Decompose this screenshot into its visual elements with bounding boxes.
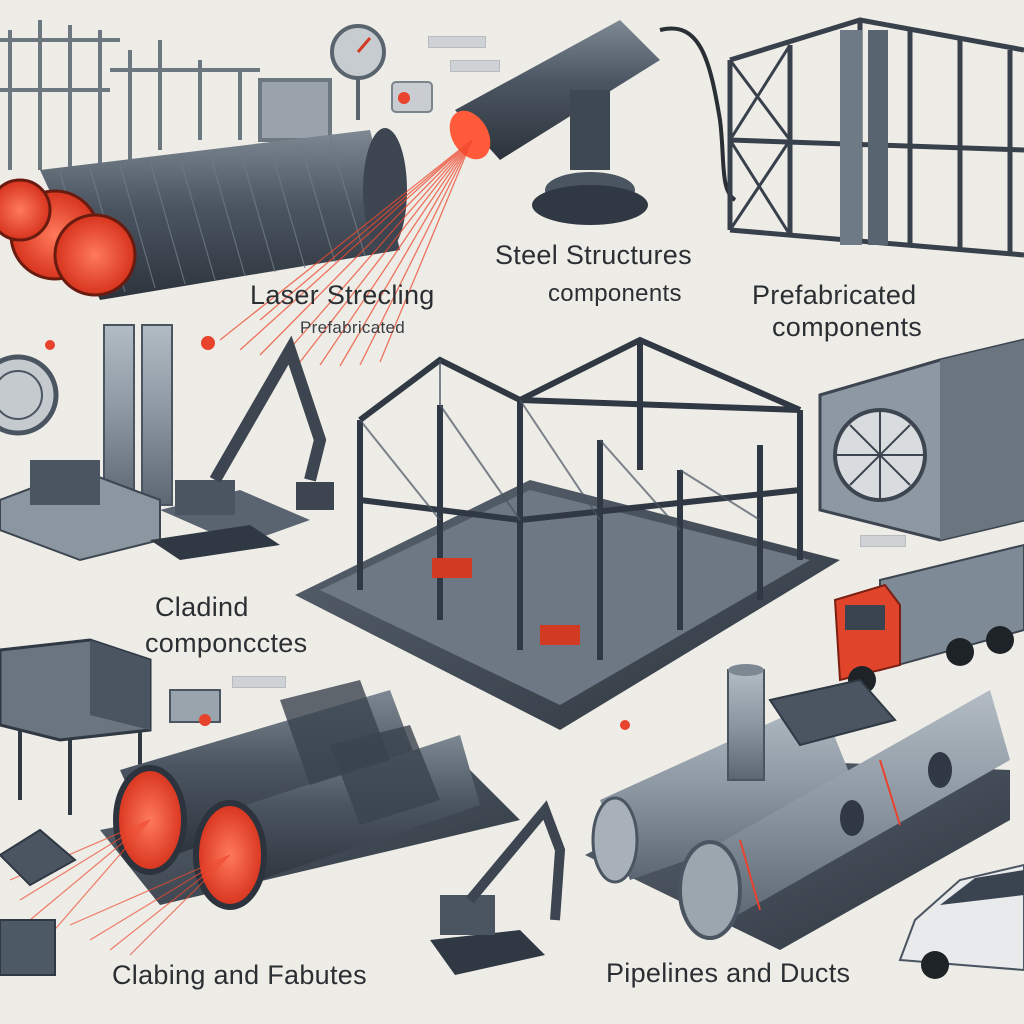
pipelines-ducts (585, 664, 1010, 950)
white-car (898, 863, 1024, 979)
cladding-subtitle-label: componcctes (145, 628, 308, 658)
corrugated-pipe (0, 128, 407, 300)
gauge-icon (330, 24, 386, 120)
dump-truck (833, 543, 1024, 694)
red-markers (45, 336, 630, 730)
prefab-subtitle-label: components (772, 312, 923, 342)
pipelines-label: Pipelines and Ducts (606, 958, 851, 988)
laser-cutting-head (449, 20, 737, 225)
laser-title-label: Laser Strecling (250, 280, 435, 310)
generator-small (169, 689, 221, 723)
tag-plate (450, 60, 500, 72)
solar-panel-right (768, 678, 897, 747)
steel-columns-top (840, 30, 888, 245)
forklift-red (432, 558, 472, 578)
excavator-bottom (430, 800, 566, 975)
industrial-fan-left (0, 354, 59, 436)
control-box-left (0, 919, 56, 976)
factory-skyline (0, 20, 332, 170)
laser-beams-top (219, 139, 473, 367)
solar-panel-left (0, 828, 77, 887)
cladding-bottom-label: Clabing and Fabutes (112, 960, 367, 990)
tag-plate (232, 676, 286, 688)
valve-icon (391, 81, 433, 113)
steel-subtitle-label: components (548, 280, 682, 307)
twin-pipes-platform (100, 680, 520, 910)
exhaust-stacks (103, 324, 173, 506)
laser-subtitle-label: Prefabricated (300, 318, 406, 337)
elevated-tank (0, 638, 152, 815)
machinery-block-left (0, 460, 161, 562)
steel-title-label: Steel Structures (495, 240, 692, 270)
cladding-title-label: Cladind (155, 592, 249, 622)
central-steel-building (295, 336, 840, 730)
prefab-unit-right (818, 338, 1024, 542)
prefab-title-label: Prefabricated (752, 280, 917, 310)
excavator-top (150, 335, 334, 560)
tag-plate (428, 36, 486, 48)
tag-plate (860, 535, 906, 547)
